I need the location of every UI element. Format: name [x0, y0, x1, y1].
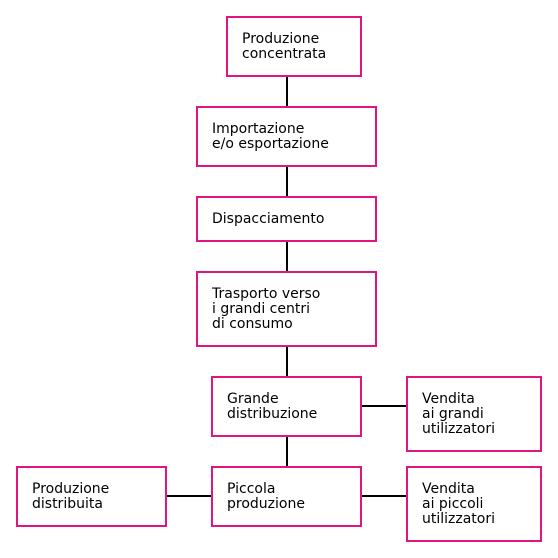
- node-vendita-piccoli-utilizzatori: Vendita ai piccoli utilizzatori: [406, 466, 542, 542]
- node-label: Produzione distribuita: [32, 480, 110, 512]
- node-piccola-produzione: Piccola produzione: [211, 466, 362, 527]
- node-importazione-esportazione: Importazione e/o esportazione: [196, 106, 377, 167]
- connector-trasporto-grande-distribuzione: [286, 346, 288, 376]
- connector-produzione-importazione: [286, 76, 288, 106]
- connector-dispacciamento-trasporto: [286, 241, 288, 271]
- node-label: Vendita ai grandi utilizzatori: [422, 390, 496, 437]
- connector-produzione-distribuita-piccola-produzione: [166, 495, 211, 497]
- node-label: Trasporto verso i grandi centri di consu…: [212, 285, 321, 332]
- node-vendita-grandi-utilizzatori: Vendita ai grandi utilizzatori: [406, 376, 542, 452]
- connector-importazione-dispacciamento: [286, 166, 288, 196]
- node-label: Dispacciamento: [212, 210, 325, 227]
- node-dispacciamento: Dispacciamento: [196, 196, 377, 242]
- node-label: Importazione e/o esportazione: [212, 120, 329, 152]
- node-label: Vendita ai piccoli utilizzatori: [422, 480, 496, 527]
- node-label: Piccola produzione: [227, 480, 305, 512]
- connector-piccola-produzione-vendita-piccoli: [361, 495, 406, 497]
- node-produzione-concentrata: Produzione concentrata: [226, 16, 362, 77]
- connector-grande-distribuzione-piccola-produzione: [286, 436, 288, 466]
- node-label: Grande distribuzione: [227, 390, 318, 422]
- node-produzione-distribuita: Produzione distribuita: [16, 466, 167, 527]
- node-grande-distribuzione: Grande distribuzione: [211, 376, 362, 437]
- node-label: Produzione concentrata: [242, 30, 327, 62]
- node-trasporto: Trasporto verso i grandi centri di consu…: [196, 271, 377, 347]
- connector-grande-distribuzione-vendita-grandi: [361, 405, 406, 407]
